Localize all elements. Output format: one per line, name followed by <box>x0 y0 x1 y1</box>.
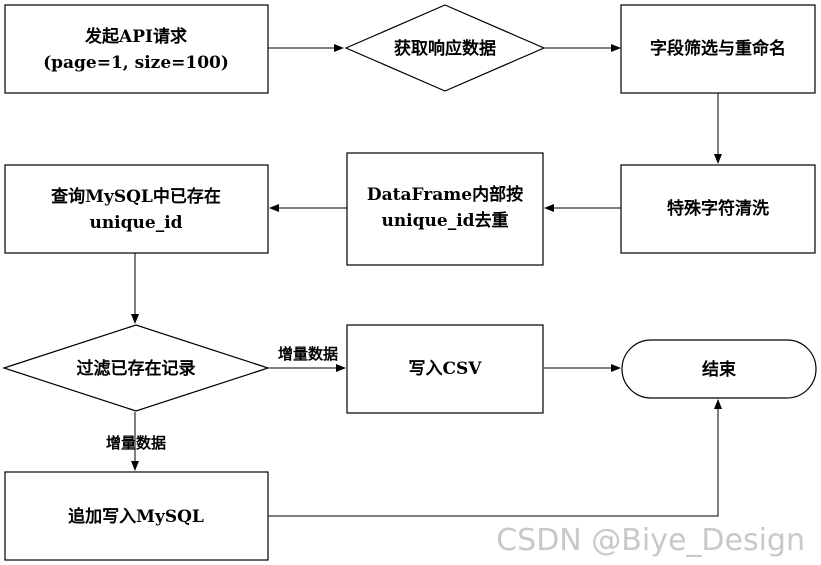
node-filterexist: 过滤已存在记录 <box>2 324 270 412</box>
node-dedup-line2: unique_id去重 <box>381 210 508 231</box>
node-end: 结束 <box>621 339 817 399</box>
node-api-line1: 发起API请求 <box>84 26 187 47</box>
node-query: 查询MySQL中已存在 unique_id <box>4 164 269 254</box>
node-end-label: 结束 <box>702 359 736 380</box>
edges <box>131 44 722 517</box>
node-api-line2: (page=1, size=100) <box>43 53 229 73</box>
node-dedup: DataFrame内部按 unique_id去重 <box>346 152 544 266</box>
node-clean: 特殊字符清洗 <box>620 164 816 254</box>
node-filterexist-label: 过滤已存在记录 <box>77 358 196 379</box>
node-mysql-label: 追加写入MySQL <box>68 506 204 527</box>
node-api: 发起API请求 (page=1, size=100) <box>4 4 269 94</box>
node-resp: 获取响应数据 <box>344 4 546 92</box>
node-filter-label: 字段筛选与重命名 <box>650 38 786 59</box>
node-csv-label: 写入CSV <box>409 359 483 379</box>
node-query-line2: unique_id <box>89 213 182 233</box>
node-csv: 写入CSV <box>346 324 544 414</box>
node-mysql: 追加写入MySQL <box>4 471 269 561</box>
watermark: CSDN @Biye_Design <box>496 523 805 558</box>
node-clean-label: 特殊字符清洗 <box>667 198 769 219</box>
edge-label-filterexist-mysql: 增量数据 <box>106 434 166 452</box>
node-query-line1: 查询MySQL中已存在 <box>50 186 221 207</box>
edge-mysql-end <box>268 399 722 517</box>
node-resp-label: 获取响应数据 <box>394 38 496 59</box>
node-dedup-line1: DataFrame内部按 <box>367 184 523 205</box>
node-filter: 字段筛选与重命名 <box>620 4 816 94</box>
edge-label-filterexist-csv: 增量数据 <box>278 345 338 363</box>
